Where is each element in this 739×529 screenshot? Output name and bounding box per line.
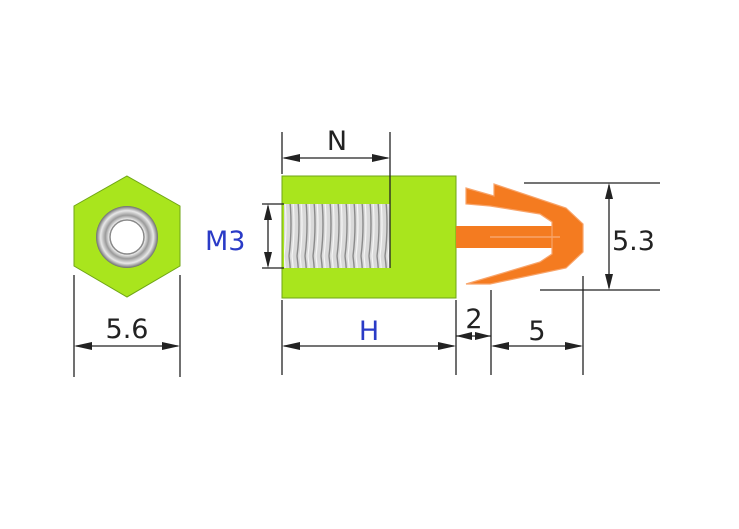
- hex-end-view: [73, 175, 181, 298]
- label-thread-size: M3: [205, 226, 245, 257]
- clip-fork: [465, 183, 584, 285]
- label-clip-length: 5: [528, 316, 545, 347]
- label-gap: 2: [465, 304, 482, 335]
- label-body-length: H: [359, 316, 379, 347]
- dimension-clip-height: 5.3: [524, 182, 660, 291]
- label-clip-height: 5.3: [612, 226, 655, 257]
- label-width-across-flats: 5.6: [106, 314, 149, 345]
- dimension-lengths: H 2 5: [281, 276, 584, 375]
- dimension-thread-length: N: [281, 126, 391, 204]
- label-thread-length: N: [327, 126, 347, 157]
- dimension-width-across-flats: 5.6: [73, 275, 181, 377]
- internal-thread: [284, 204, 390, 268]
- standoff-body: [281, 175, 457, 299]
- hex-bore: [109, 219, 145, 255]
- dimension-thread-size: M3: [205, 203, 284, 269]
- snap-clip: [456, 183, 584, 285]
